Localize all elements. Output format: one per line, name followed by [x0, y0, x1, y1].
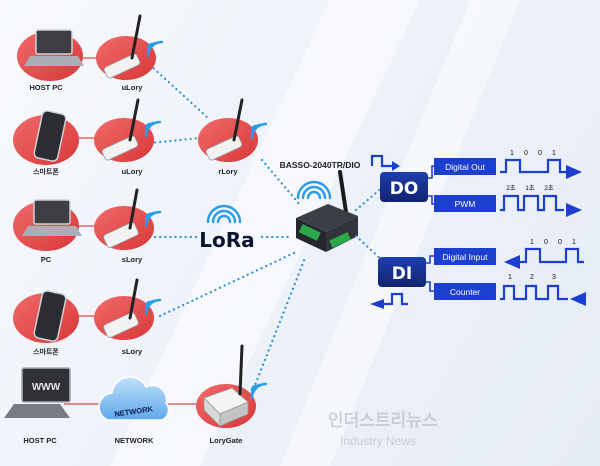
- digital-out-label: Digital Out: [445, 162, 485, 172]
- di-bit-3: 1: [572, 239, 576, 246]
- network-cloud: NETWORK NETWORK: [98, 376, 170, 445]
- ulory-2: uLory: [94, 98, 162, 176]
- gateway-device-icon: [203, 344, 249, 427]
- watermark-line1: 인더스트리뉴스: [328, 411, 438, 431]
- di-block: DI Digital Input Counter 1 0 0 1 1 2 3: [370, 239, 586, 309]
- counter-num-2: 3: [552, 274, 556, 281]
- do-block: DO Digital Out PWM 1 0 0 1 2초 1초 2초: [370, 150, 582, 217]
- wifi-icon: [206, 204, 242, 224]
- pwm-label-0: 2초: [506, 184, 516, 192]
- label-pc: PC: [41, 255, 52, 264]
- di-bit-2: 0: [558, 239, 562, 246]
- wifi-icon: [250, 122, 268, 140]
- usb-dongle-icon: [103, 14, 142, 79]
- wifi-icon: [146, 40, 164, 58]
- pwm-waveform: 2초 1초 2초: [500, 184, 582, 217]
- counter-num-1: 2: [530, 274, 534, 281]
- input-arrow-icon: [370, 154, 400, 171]
- laptop-icon: [24, 29, 84, 66]
- www-text: WWW: [32, 382, 61, 393]
- counter-num-0: 1: [508, 274, 512, 281]
- di-bit-1: 0: [544, 239, 548, 246]
- pc: PC: [13, 199, 82, 264]
- smartphone-icon: [33, 110, 67, 162]
- label-smartphone-1: 스마트폰: [33, 167, 59, 176]
- device-body-icon: [296, 170, 358, 252]
- digital-out-waveform: 1 0 0 1: [500, 150, 582, 179]
- connection-lines: [148, 63, 307, 400]
- do-bit-3: 1: [552, 150, 556, 157]
- ulory-1: uLory: [96, 14, 164, 92]
- slory-1: sLory: [94, 188, 162, 264]
- wifi-icon: [144, 120, 162, 138]
- rlory: rLory: [198, 98, 268, 176]
- do-bit-0: 1: [510, 150, 514, 157]
- watermark: 인더스트리뉴스 Industry News: [328, 411, 438, 448]
- pwm-label-2: 2초: [544, 184, 554, 192]
- do-box: [380, 172, 428, 202]
- cloud-icon: [98, 376, 170, 421]
- laptop-icon: [22, 199, 82, 236]
- wifi-icon: [144, 298, 162, 316]
- label-rlory: rLory: [218, 167, 238, 176]
- label-network: NETWORK: [115, 436, 154, 445]
- do-bit-2: 0: [538, 150, 542, 157]
- watermark-line2: Industry News: [340, 434, 416, 448]
- digital-out-box: [434, 158, 496, 175]
- di-box: [378, 257, 426, 287]
- host-pc-bottom: WWW HOST PC: [4, 367, 71, 445]
- label-ulory-1: uLory: [122, 83, 144, 92]
- digital-input-label: Digital Input: [443, 252, 489, 262]
- background-bands: [110, 0, 520, 466]
- label-slory-2: sLory: [122, 347, 143, 356]
- label-host-pc-top: HOST PC: [29, 83, 63, 92]
- slory-2: sLory: [94, 278, 162, 356]
- pwm-label: PWM: [455, 199, 476, 209]
- wifi-icon: [296, 180, 332, 200]
- lorygate: LoryGate: [196, 344, 268, 445]
- wifi-icon: [250, 382, 268, 400]
- host-pc-top: HOST PC: [17, 29, 84, 92]
- device-name: BASSO-2040TR/DIO: [280, 160, 361, 170]
- label-smartphone-2: 스마트폰: [33, 347, 59, 356]
- counter-box: [434, 283, 496, 300]
- label-lorygate: LoryGate: [210, 436, 243, 445]
- counter-waveform: 1 2 3: [500, 274, 586, 306]
- usb-dongle-icon: [101, 98, 140, 161]
- lora-text: LoRa: [199, 228, 254, 252]
- smartphone-1: 스마트폰: [13, 110, 79, 176]
- smartphone-icon: [33, 290, 67, 342]
- monitor-icon: WWW: [4, 367, 71, 418]
- pwm-label-1: 1초: [525, 184, 535, 192]
- digital-input-waveform: 1 0 0 1: [504, 239, 584, 269]
- serial-dongle-icon: [103, 278, 139, 338]
- serial-dongle-icon: [103, 188, 139, 248]
- digital-input-box: [434, 248, 496, 265]
- device-links: [354, 184, 386, 264]
- smartphone-2: 스마트폰: [13, 290, 79, 356]
- counter-label: Counter: [450, 287, 480, 297]
- basso-device: BASSO-2040TR/DIO: [280, 160, 361, 252]
- do-title: DO: [390, 179, 419, 199]
- wifi-icon: [144, 210, 162, 228]
- label-host-pc-bottom: HOST PC: [23, 436, 57, 445]
- output-arrow-icon: [370, 292, 408, 309]
- di-bit-0: 1: [530, 239, 534, 246]
- label-slory-1: sLory: [122, 255, 143, 264]
- usb-dongle-icon: [205, 98, 244, 161]
- lora-badge: LoRa: [199, 204, 255, 252]
- pwm-box: [434, 195, 496, 212]
- label-ulory-2: uLory: [122, 167, 144, 176]
- di-title: DI: [392, 264, 412, 284]
- do-bit-1: 0: [524, 150, 528, 157]
